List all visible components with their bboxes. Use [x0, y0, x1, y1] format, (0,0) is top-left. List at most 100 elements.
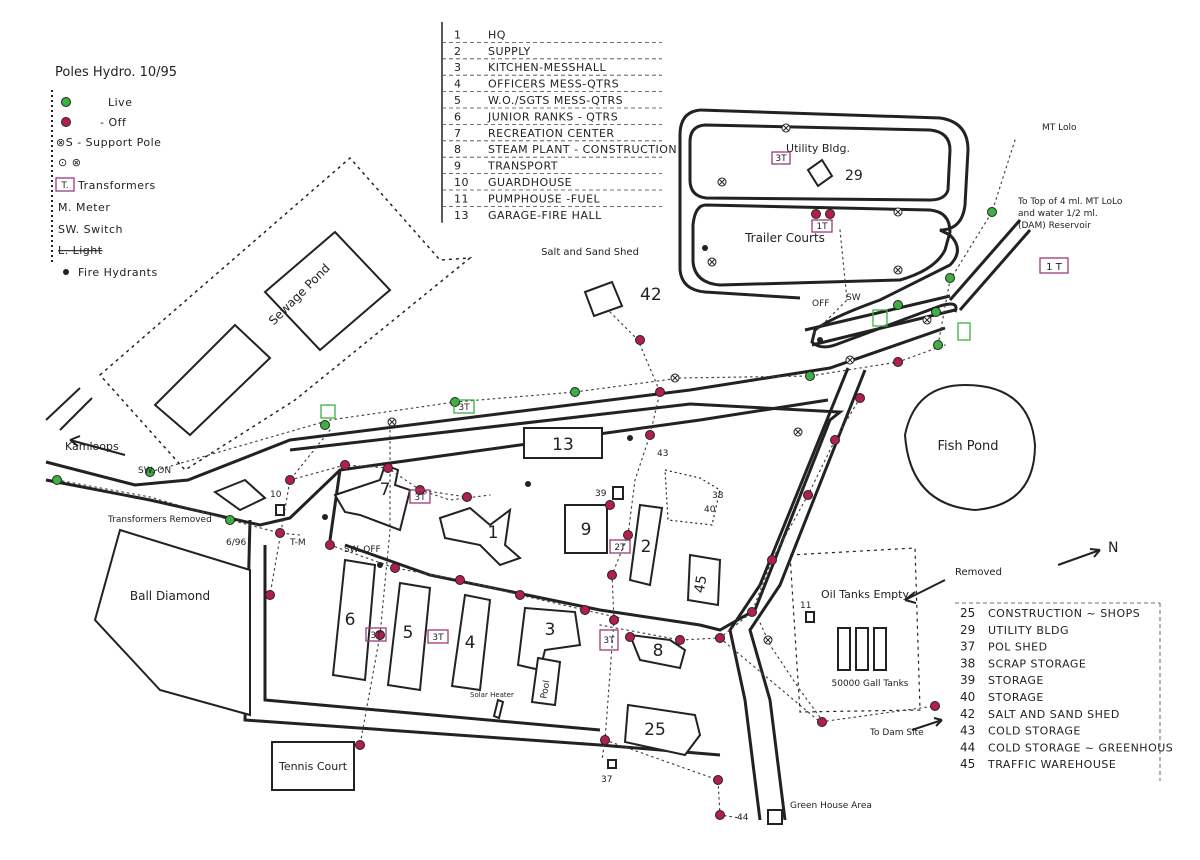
- building-40-label: 40: [704, 505, 716, 515]
- fire-hydrant: [377, 562, 383, 568]
- legend-hydrants: Fire Hydrants: [78, 266, 158, 279]
- removed-arrow: [904, 579, 946, 604]
- support-pole-cross: [894, 208, 902, 216]
- key-bottom-number: 37: [960, 640, 975, 654]
- building-1-label: 1: [488, 523, 499, 543]
- removed-label: Removed: [955, 567, 1002, 578]
- support-pole-cross: [671, 374, 679, 382]
- building-25: [623, 703, 702, 757]
- building-7-label: 7: [380, 480, 391, 500]
- fire-hydrant: [702, 245, 708, 251]
- sewage-pond: [263, 230, 392, 352]
- transformers-removed-label: Transformers Removed: [107, 515, 212, 525]
- legend-off: - Off: [100, 116, 127, 129]
- key-top-name: SUPPLY: [488, 45, 531, 58]
- off-pole: [817, 717, 827, 727]
- east-road-edge: [748, 369, 867, 821]
- key-bottom-number: 43: [960, 724, 975, 738]
- building-2-label: 2: [641, 537, 652, 557]
- legend-light: L. Light: [58, 244, 103, 257]
- key-top-number: 11: [454, 192, 469, 205]
- support-pole-cross: [794, 428, 802, 436]
- key-bottom-name: COLD STORAGE ~ GREENHOUS: [988, 741, 1173, 754]
- key-top-number: 6: [454, 110, 462, 123]
- off-pole: [645, 430, 655, 440]
- transformers-date-label: 6/96: [226, 538, 246, 548]
- support-pole-cross: [388, 418, 396, 426]
- key-bottom-number: 44: [960, 740, 975, 754]
- building-6-label: 6: [345, 610, 356, 630]
- transformer-box-7: [409, 489, 431, 504]
- off-pole: [811, 209, 821, 219]
- off-pole: [265, 590, 275, 600]
- east-road: [728, 367, 850, 821]
- live-pole: [225, 515, 235, 525]
- transformer-3t-main: 3T: [458, 403, 470, 413]
- live-pole: [805, 371, 815, 381]
- off-pole: [635, 335, 645, 345]
- live-pole: [145, 467, 155, 477]
- support-pole-cross: [764, 636, 772, 644]
- key-top-name: OFFICERS MESS-QTRS: [488, 78, 619, 91]
- key-bottom-name: SALT AND SAND SHED: [988, 708, 1120, 721]
- transformer-3t-3: 3T: [603, 636, 615, 646]
- building-7: [333, 463, 412, 532]
- building-29: [806, 158, 834, 188]
- off-pole: [325, 540, 335, 550]
- road-segment-west: [328, 469, 342, 541]
- off-pole: [855, 393, 865, 403]
- key-top-name: TRANSPORT: [487, 160, 558, 173]
- off-pole: [355, 740, 365, 750]
- utility-bldg-label: Utility Bldg.: [786, 142, 850, 155]
- key-top-number: 2: [454, 45, 462, 58]
- north-arrow: [1057, 548, 1101, 566]
- key-top-number: 1: [454, 28, 462, 41]
- support-pole-cross: [894, 266, 902, 274]
- trailer-outer-west: [678, 108, 801, 300]
- transformer-box-4: [427, 629, 449, 644]
- trailer-courts-label: Trailer Courts: [744, 231, 825, 245]
- transformer-3t-4: 3T: [432, 633, 444, 643]
- key-bottom-name: POL SHED: [988, 641, 1048, 654]
- off-pole: [715, 633, 725, 643]
- building-3: [516, 606, 582, 672]
- building-29-label: 29: [845, 168, 863, 184]
- sw-label: SW: [846, 293, 861, 303]
- key-top-name: JUNIOR RANKS - QTRS: [487, 110, 618, 123]
- live-pole: [320, 420, 330, 430]
- salt-sand-label: Salt and Sand Shed: [541, 247, 639, 258]
- building-4-label: 4: [465, 633, 476, 653]
- key-bottom-name: SCRAP STORAGE: [988, 657, 1086, 670]
- transformer-3t-6: 3T: [370, 631, 382, 641]
- off-pole: [747, 607, 757, 617]
- key-top-name: GARAGE-FIRE HALL: [488, 209, 602, 222]
- key-top-number: 13: [454, 209, 469, 222]
- trailer-inner-south: [691, 203, 952, 287]
- support-pole-cross: [846, 356, 854, 364]
- dam-arrow: [911, 717, 943, 731]
- off-pole: [285, 475, 295, 485]
- legend: Poles Hydro. 10/95 Live - Off ⊗S - Suppo…: [51, 65, 177, 279]
- building-11-label: 11: [800, 601, 811, 611]
- transformers: 3T 1T 1 T 3T 2T 3T 3T 3T 3T: [320, 151, 1069, 651]
- off-pole: [893, 357, 903, 367]
- legend-live-dot: [61, 97, 71, 107]
- kamloops-arrow: [69, 435, 126, 456]
- building-42: [583, 280, 624, 318]
- off-pole: [830, 435, 840, 445]
- sewage-bed: [153, 323, 272, 437]
- off-pole: [580, 605, 590, 615]
- oil-tank-1: [837, 627, 851, 671]
- misc-labels: SW. ON SW. OFF OFF SW T-M Transformers R…: [65, 123, 1118, 811]
- key-bottom-name: TRAFFIC WAREHOUSE: [987, 758, 1116, 771]
- off-pole: [715, 810, 725, 820]
- off-pole: [623, 530, 633, 540]
- off-pole: [340, 460, 350, 470]
- key-bottom-number: 42: [960, 707, 975, 721]
- building-25-label: 25: [644, 720, 666, 740]
- pool: [530, 656, 562, 707]
- oil-tank-3: [873, 627, 887, 671]
- key-bottom-name: UTILITY BLDG: [988, 624, 1069, 637]
- building-44: [767, 809, 783, 825]
